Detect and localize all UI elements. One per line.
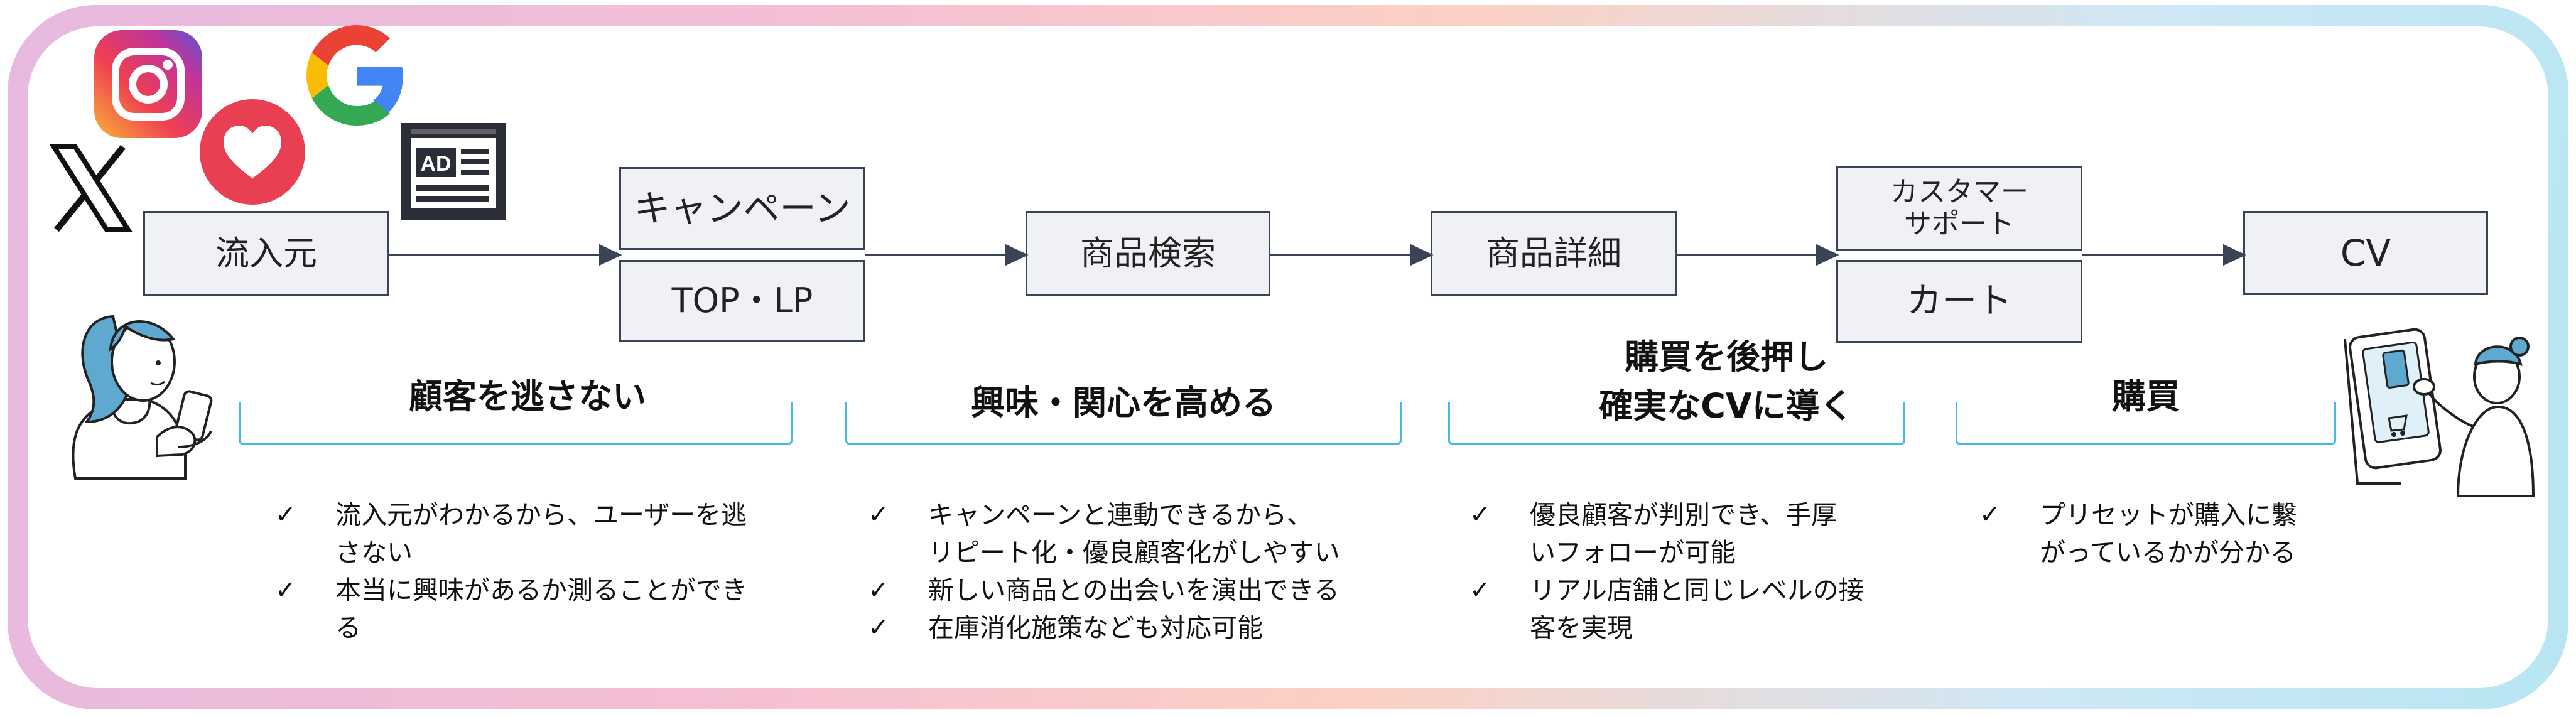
stage-title-3: 購買を後押し 確実なCVに導く (1599, 337, 1854, 426)
check-icon: ✓ (1469, 576, 1491, 605)
stage-bracket-1 (239, 402, 793, 445)
x-logo-icon (49, 144, 133, 232)
stage-title-4: 購買 (2112, 377, 2180, 416)
stage-bullets-1: ✓ 流入元がわかるから、ユーザーを逃 さない ✓ 本当に興味があるか測ることができ … (275, 496, 790, 647)
list-item: ✓ 在庫消化施策なども対応可能 (868, 609, 1433, 647)
check-icon: ✓ (275, 500, 296, 529)
stage-bracket-3 (1448, 402, 1905, 445)
bullet-text: キャンペーンと連動できるから、 リピート化・優良顧客化がしやすい (928, 500, 1340, 568)
list-item: ✓ 新しい商品との出会いを演出できる (868, 571, 1433, 609)
bullet-text: プリセットが購入に繋 がっているかが分かる (2040, 500, 2297, 568)
check-icon: ✓ (1979, 500, 2001, 529)
stage-bracket-2 (845, 402, 1402, 445)
bullet-text: 流入元がわかるから、ユーザーを逃 さない (335, 500, 747, 568)
flow-box-top-lp: TOP・LP (619, 260, 865, 342)
check-icon: ✓ (1469, 500, 1491, 529)
stage-bullets-3: ✓ 優良顧客が判別でき、手厚 いフォローが可能 ✓ リアル店舗と同じレベルの接 客を… (1469, 496, 1922, 647)
person-with-phone-illustration (72, 315, 213, 480)
bullet-text: 新しい商品との出会いを演出できる (928, 575, 1339, 605)
stage-bullets-2: ✓ キャンペーンと連動できるから、 リピート化・優良顧客化がしやすい ✓ 新しい商品… (868, 496, 1433, 647)
google-icon (306, 25, 403, 126)
ad-icon: AD (401, 123, 506, 220)
flow-box-source: 流入元 (143, 211, 389, 296)
stage-bracket-4 (1956, 402, 2336, 445)
list-item: ✓ リアル店舗と同じレベルの接 客を実現 (1469, 571, 1922, 647)
person-at-kiosk-illustration (2344, 328, 2535, 497)
bullet-text: 本当に興味があるか測ることができ る (335, 575, 747, 643)
flow-box-cart: カート (1836, 260, 2082, 343)
flow-box-campaign: キャンペーン (619, 167, 865, 250)
flow-box-cv: CV (2243, 211, 2488, 295)
list-item: ✓ プリセットが購入に繋 がっているかが分かる (1979, 496, 2356, 571)
bullet-text: 在庫消化施策なども対応可能 (928, 613, 1263, 643)
stage-title-2: 興味・関心を高める (971, 383, 1276, 423)
list-item: ✓ 本当に興味があるか測ることができ る (275, 571, 790, 647)
list-item: ✓ 優良顧客が判別でき、手厚 いフォローが可能 (1469, 496, 1922, 571)
instagram-icon (94, 30, 202, 138)
list-item: ✓ 流入元がわかるから、ユーザーを逃 さない (275, 496, 790, 571)
flow-box-search: 商品検索 (1026, 211, 1270, 296)
stage-bullets-4: ✓ プリセットが購入に繋 がっているかが分かる (1979, 496, 2356, 571)
stage-title-1: 顧客を逃さない (409, 377, 646, 416)
check-icon: ✓ (868, 500, 889, 529)
bullet-text: リアル店舗と同じレベルの接 客を実現 (1530, 575, 1864, 643)
ad-icon-label: AD (420, 152, 451, 176)
check-icon: ✓ (868, 613, 889, 642)
check-icon: ✓ (868, 576, 889, 605)
bullet-text: 優良顧客が判別でき、手厚 いフォローが可能 (1530, 500, 1837, 568)
flow-box-support: カスタマー サポート (1836, 166, 2082, 251)
check-icon: ✓ (275, 576, 296, 605)
heart-icon (200, 99, 305, 205)
list-item: ✓ キャンペーンと連動できるから、 リピート化・優良顧客化がしやすい (868, 496, 1433, 571)
flow-box-detail: 商品詳細 (1431, 211, 1677, 296)
